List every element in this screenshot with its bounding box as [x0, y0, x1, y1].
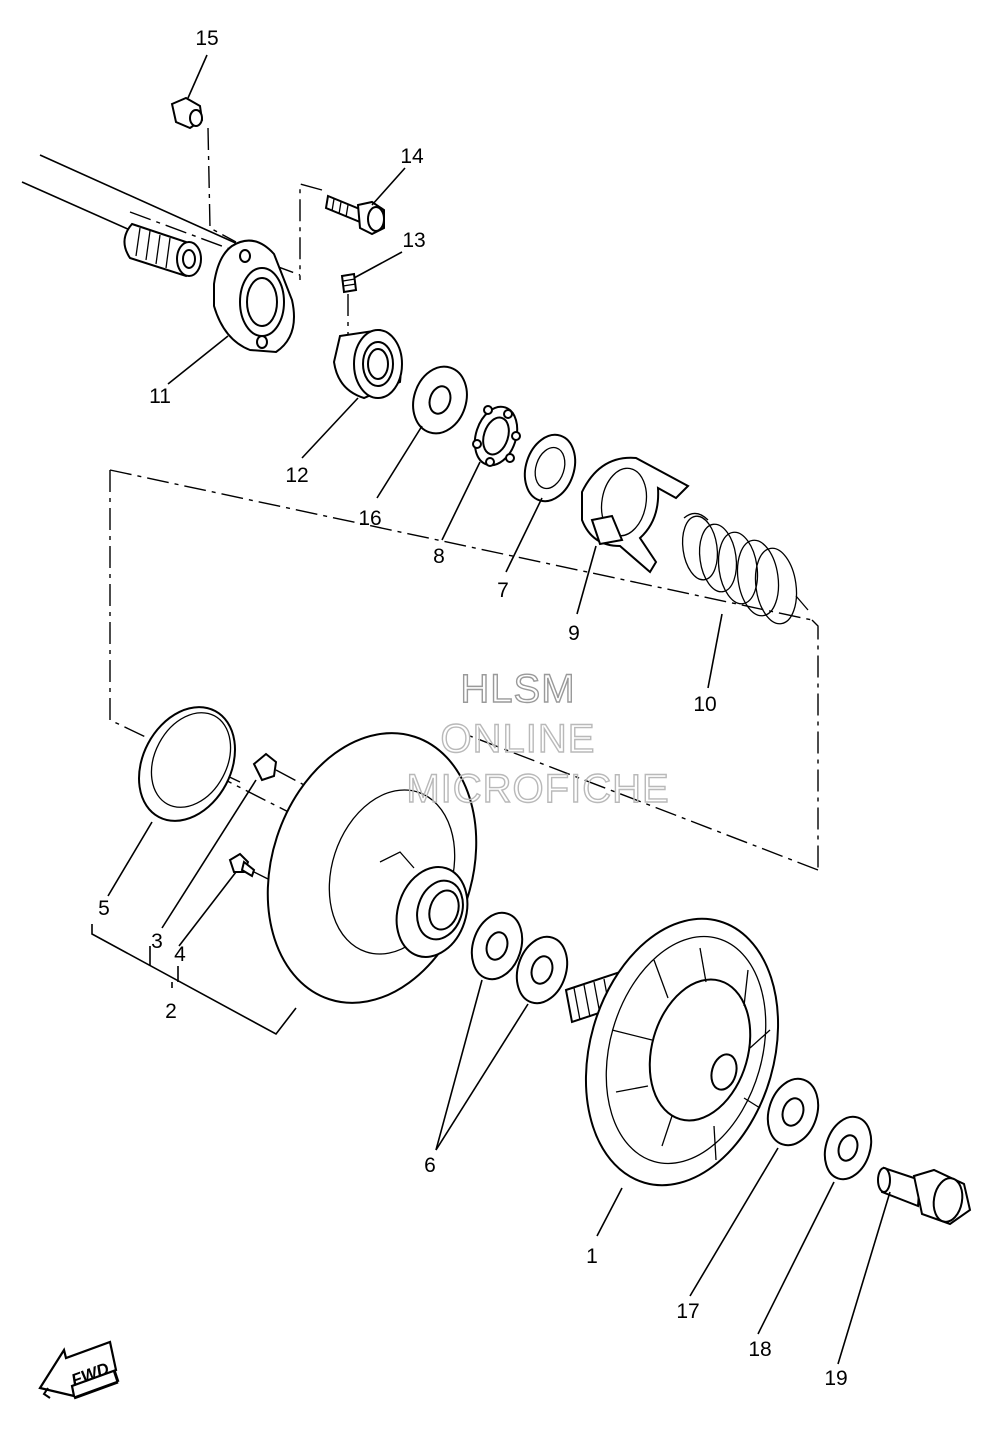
part-3-slider[interactable] — [252, 752, 307, 787]
part-12-bearing[interactable] — [332, 328, 403, 400]
callout-13[interactable]: 13 — [402, 229, 425, 252]
callout-17[interactable]: 17 — [676, 1300, 699, 1323]
part-10-spring[interactable] — [679, 512, 809, 626]
callout-9[interactable]: 9 — [568, 622, 580, 645]
watermark-line1: HLSM — [460, 667, 575, 711]
callout-19[interactable]: 19 — [824, 1367, 847, 1390]
part-2-sheave[interactable] — [234, 706, 510, 1030]
callout-12[interactable]: 12 — [285, 464, 308, 487]
callout-18[interactable]: 18 — [748, 1338, 771, 1361]
leader-lines — [91, 54, 891, 1365]
part-6-washers[interactable] — [464, 906, 576, 1010]
part-13-set-screw[interactable] — [340, 272, 358, 334]
callout-10[interactable]: 10 — [693, 693, 716, 716]
part-16-washer[interactable] — [405, 360, 475, 441]
part-7-retainer[interactable] — [517, 428, 584, 508]
part-19-bolt[interactable] — [877, 1166, 972, 1226]
callout-16[interactable]: 16 — [358, 507, 381, 530]
part-14-bolt[interactable] — [299, 183, 385, 280]
part-1-hub[interactable] — [556, 896, 808, 1208]
part-9-cam[interactable] — [581, 456, 690, 574]
part-5-collar[interactable] — [120, 690, 254, 837]
part-11-housing[interactable] — [213, 239, 295, 354]
callout-14[interactable]: 14 — [400, 145, 424, 168]
watermark-line2: ONLINE — [441, 717, 596, 761]
callout-7[interactable]: 7 — [497, 579, 509, 602]
shaft — [21, 154, 301, 278]
callout-1[interactable]: 1 — [586, 1245, 598, 1268]
callout-4[interactable]: 4 — [174, 943, 186, 966]
part-18-washer[interactable] — [817, 1111, 879, 1185]
fwd-arrow-icon: FWD — [38, 1340, 120, 1400]
callout-5[interactable]: 5 — [98, 897, 110, 920]
callout-2[interactable]: 2 — [165, 1000, 177, 1023]
callout-3[interactable]: 3 — [151, 930, 163, 953]
part-8-lock-washer[interactable] — [468, 401, 525, 470]
part-17-washer[interactable] — [760, 1072, 827, 1152]
callout-labels: 15 14 13 11 12 16 8 7 9 10 5 3 4 2 6 1 1… — [98, 27, 848, 1390]
part-15-nut[interactable] — [170, 96, 237, 243]
watermark-line3: MICROFICHE — [406, 767, 669, 811]
part-4-screw[interactable] — [228, 852, 271, 881]
callout-11[interactable]: 11 — [149, 385, 171, 408]
callout-8[interactable]: 8 — [433, 545, 445, 568]
callout-15[interactable]: 15 — [195, 27, 218, 50]
callout-6[interactable]: 6 — [424, 1154, 436, 1177]
watermark: HLSM ONLINE MICROFICHE — [406, 666, 670, 811]
